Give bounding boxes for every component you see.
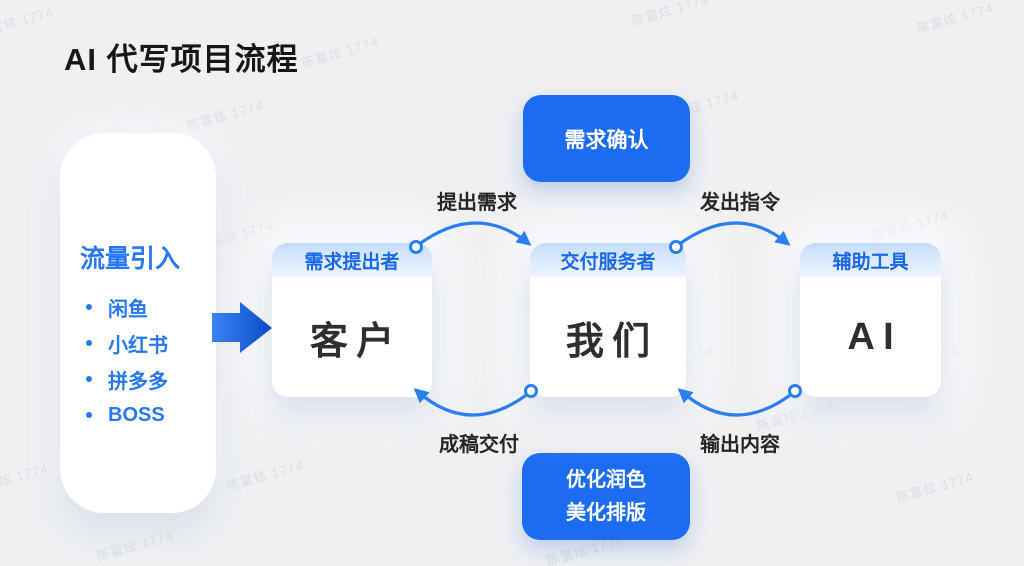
bullet-dot-icon (86, 412, 92, 418)
page-title: AI 代写项目流程 (64, 42, 299, 77)
watermark-text: 陈富炫 1774 (299, 34, 381, 71)
flow-label-output: 输出内容 (700, 434, 780, 456)
watermark-text: 陈富炫 1774 (629, 0, 711, 29)
actor-card-ai: 辅助工具 AI (800, 243, 941, 397)
actor-card-body: AI (800, 277, 941, 397)
watermark-text: 陈富炫 1774 (184, 97, 266, 134)
watermark-text: 陈富炫 1774 (914, 0, 996, 37)
watermark-text: 陈富炫 1774 (0, 4, 56, 41)
list-item-xianyu: 闲鱼 (80, 289, 206, 325)
bullet-dot-icon (86, 304, 92, 310)
bullet-dot-icon (86, 340, 92, 346)
process-box-requirement-confirm: 需求确认 (523, 95, 690, 182)
actor-name: AI (847, 315, 903, 358)
flow-arc-deliver (413, 388, 530, 417)
list-item-pinduoduo: 拼多多 (80, 361, 206, 397)
connector-dot-icon (788, 384, 802, 398)
watermark-text: 陈富炫 1774 (94, 527, 176, 564)
list-item-xiaohongshu: 小红书 (80, 325, 206, 361)
traffic-sources-panel: 流量引入 闲鱼 小红书 拼多多 BOSS (60, 133, 216, 513)
watermark-text: 陈富炫 1774 (0, 460, 51, 497)
big-right-arrow-icon (212, 302, 272, 353)
traffic-item-label: 小红书 (108, 334, 168, 357)
flow-arc-output (677, 388, 794, 417)
actor-role-label: 辅助工具 (832, 251, 909, 273)
traffic-item-label: BOSS (108, 403, 165, 426)
flow-label-deliver: 成稿交付 (439, 434, 519, 456)
actor-role-label: 交付服务者 (560, 251, 656, 273)
traffic-panel-heading: 流量引入 (80, 245, 181, 273)
traffic-item-label: 拼多多 (108, 370, 168, 393)
actor-role-badge: 需求提出者 (272, 243, 432, 277)
actor-card-body: 客户 (272, 277, 432, 397)
bullet-dot-icon (86, 376, 92, 382)
actor-name: 客户 (309, 320, 403, 363)
watermark-text: 陈富炫 1774 (224, 457, 306, 494)
actor-role-badge: 交付服务者 (530, 243, 686, 277)
watermark-text: 陈富炫 1774 (894, 469, 976, 506)
actor-card-body: 我们 (530, 277, 686, 397)
process-label-line1: 优化润色 (566, 468, 646, 491)
actor-role-badge: 辅助工具 (800, 243, 941, 277)
watermark-text: 陈富炫 1774 (869, 207, 951, 244)
flow-label-request: 提出需求 (437, 192, 517, 214)
traffic-sources-list: 闲鱼 小红书 拼多多 BOSS (80, 289, 206, 433)
actor-card-customer: 需求提出者 客户 (272, 243, 432, 397)
flow-arc-command (677, 221, 791, 247)
process-box-polish-layout: 优化润色 美化排版 (522, 453, 690, 540)
list-item-boss: BOSS (80, 397, 206, 433)
actor-card-us: 交付服务者 我们 (530, 243, 686, 397)
traffic-item-label: 闲鱼 (108, 298, 148, 321)
actor-name: 我们 (565, 320, 659, 363)
flow-label-command: 发出指令 (700, 192, 780, 214)
process-label-line2: 美化排版 (566, 501, 646, 524)
flow-arc-request (417, 221, 532, 247)
actor-role-label: 需求提出者 (304, 251, 400, 273)
process-label: 需求确认 (564, 128, 649, 152)
